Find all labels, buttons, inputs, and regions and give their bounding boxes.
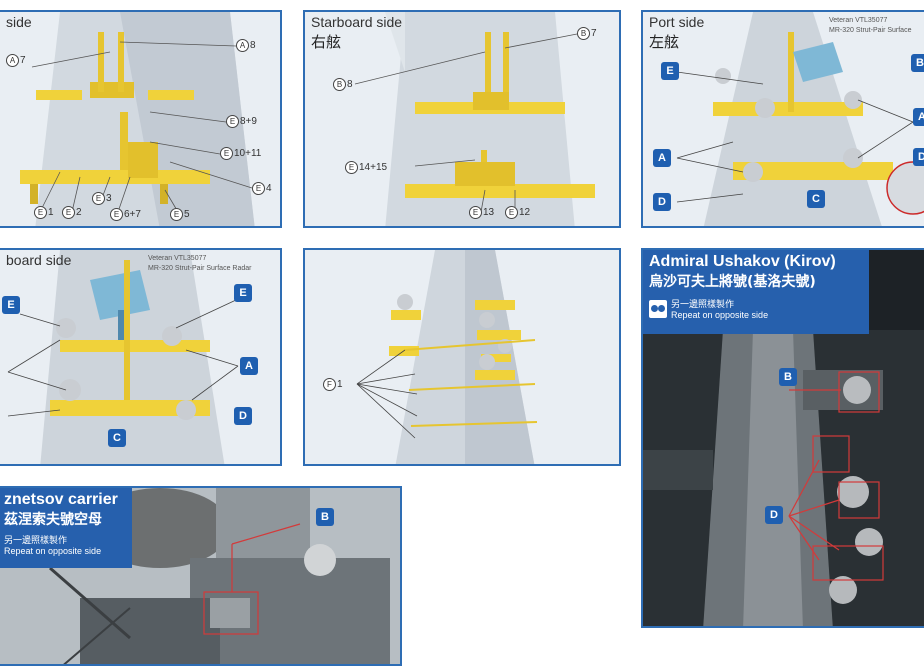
repeat-text-zh: 另一邊照樣製作 (4, 536, 68, 546)
badge-c: C (807, 190, 825, 208)
caption-title-zh: 茲涅索夫號空母 (4, 512, 102, 528)
panel-title: side (6, 14, 32, 30)
ship-structure-illustration (356, 250, 538, 464)
ship-structure-illustration (354, 12, 595, 226)
panel-admiral-ushakov-photo: Admiral Ushakov (Kirov) 烏沙可夫上將號(基洛夫號) 另一… (641, 248, 924, 628)
panel-board-side: board side Veteran VTL35077 MR-320 Strut… (0, 248, 282, 466)
badge-e: E (661, 62, 679, 80)
panel-title: Port side (649, 14, 705, 30)
panel-title: Starboard side (311, 14, 403, 30)
panel-subtitle: 右舷 (311, 33, 342, 51)
photo-caption-box: Admiral Ushakov (Kirov) 烏沙可夫上將號(基洛夫號) 另一… (643, 250, 869, 334)
badge-a: A (240, 357, 258, 375)
badge-d-right: D (913, 148, 924, 166)
radar-label: MR-320 Strut-Pair Surface (829, 27, 912, 34)
repeat-text-en: Repeat on opposite side (4, 546, 102, 556)
ship-structure-illustration (676, 12, 924, 226)
caption-title-en: znetsov carrier (4, 491, 118, 508)
panel-kuznetsov-photo: znetsov carrier 茲涅索夫號空母 另一邊照樣製作 Repeat o… (0, 486, 402, 666)
badge-b: B (316, 508, 334, 526)
repeat-text-zh: 另一邊照樣製作 (671, 300, 735, 310)
ship-structure-illustration (7, 250, 239, 464)
repeat-text-en: Repeat on opposite side (671, 310, 769, 320)
panel-title: board side (6, 252, 72, 268)
veteran-label: Veteran VTL35077 (829, 17, 888, 24)
badge-b: B (911, 54, 924, 72)
photo-caption-box: znetsov carrier 茲涅索夫號空母 另一邊照樣製作 Repeat o… (0, 488, 132, 568)
badge-d: D (234, 407, 252, 425)
badge-e-right: E (234, 284, 252, 302)
badge-a-right: A (913, 108, 924, 126)
badge-a: A (653, 149, 671, 167)
panel-side-view-1: side AA77 A8 E8+9 E10+11 E4 E1 E2 E3 E6+… (0, 10, 282, 228)
ship-structure-illustration (20, 12, 255, 226)
caption-title-zh: 烏沙可夫上將號(基洛夫號) (649, 274, 816, 290)
radar-label: MR-320 Strut-Pair Surface Radar (148, 265, 252, 272)
badge-c: C (108, 429, 126, 447)
veteran-label: Veteran VTL35077 (148, 255, 207, 262)
panel-subtitle: 左舷 (649, 33, 680, 51)
badge-d: D (653, 193, 671, 211)
badge-b: B (779, 368, 797, 386)
caption-title-en: Admiral Ushakov (Kirov) (649, 253, 836, 270)
repeat-icon (649, 299, 667, 318)
badge-d: D (765, 506, 783, 524)
callout-a7: AA77 (6, 54, 26, 67)
panel-port-side: Port side 左舷 Veteran VTL35077 MR-320 Str… (641, 10, 924, 228)
badge-e: E (2, 296, 20, 314)
